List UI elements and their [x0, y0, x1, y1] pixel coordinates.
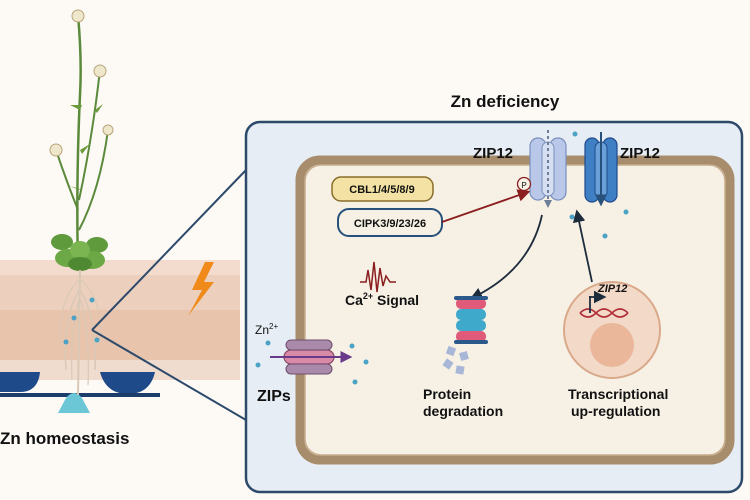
zip12-active-transporter — [584, 132, 618, 207]
transcriptional-label-1: Transcriptional — [568, 386, 668, 402]
panel-title: Zn deficiency — [451, 92, 560, 111]
cipk-phosphorylation-arrow — [441, 189, 531, 223]
growth-dishes — [0, 372, 160, 413]
transporter-icon — [270, 339, 353, 375]
cipk-label: CIPK3/9/23/26 — [354, 218, 426, 230]
zn-ion-label: Zn2+ — [255, 322, 278, 337]
nucleus-icon — [563, 281, 661, 379]
zips-label: ZIPs — [257, 388, 291, 405]
zip12-label-right: ZIP12 — [620, 145, 660, 162]
soil-background — [0, 260, 240, 380]
cbl-label: CBL1/4/5/8/9 — [349, 184, 414, 196]
zn-ion-icon — [255, 340, 369, 385]
transcriptional-label-2: up-regulation — [571, 403, 660, 419]
cipk-box — [337, 208, 443, 237]
zip12-label-left: ZIP12 — [473, 145, 513, 162]
cbl-box — [331, 176, 434, 202]
lightning-icon — [188, 262, 214, 316]
protein-degradation-label-1: Protein — [423, 386, 471, 402]
upregulation-arrow — [572, 209, 593, 283]
zn-ion-icon — [569, 131, 629, 239]
ca-signal-label: Ca2+ Signal — [345, 291, 419, 308]
plant-icon — [49, 9, 114, 396]
phosphate-label: P — [521, 181, 526, 190]
cell — [295, 155, 735, 465]
zip12-phosphorylated-transporter — [529, 130, 567, 208]
dna-icon — [579, 290, 629, 318]
zn-homeostasis-caption: Zn homeostasis — [0, 429, 129, 448]
degradation-arrow — [469, 214, 543, 300]
phosphate-icon: P — [516, 176, 532, 192]
ca-signal-wave-icon — [360, 261, 396, 293]
zoom-lines — [91, 169, 247, 421]
gene-label: ZIP12 — [597, 283, 627, 295]
protein-degradation-label-2: degradation — [423, 403, 503, 419]
proteasome-icon — [442, 296, 488, 375]
